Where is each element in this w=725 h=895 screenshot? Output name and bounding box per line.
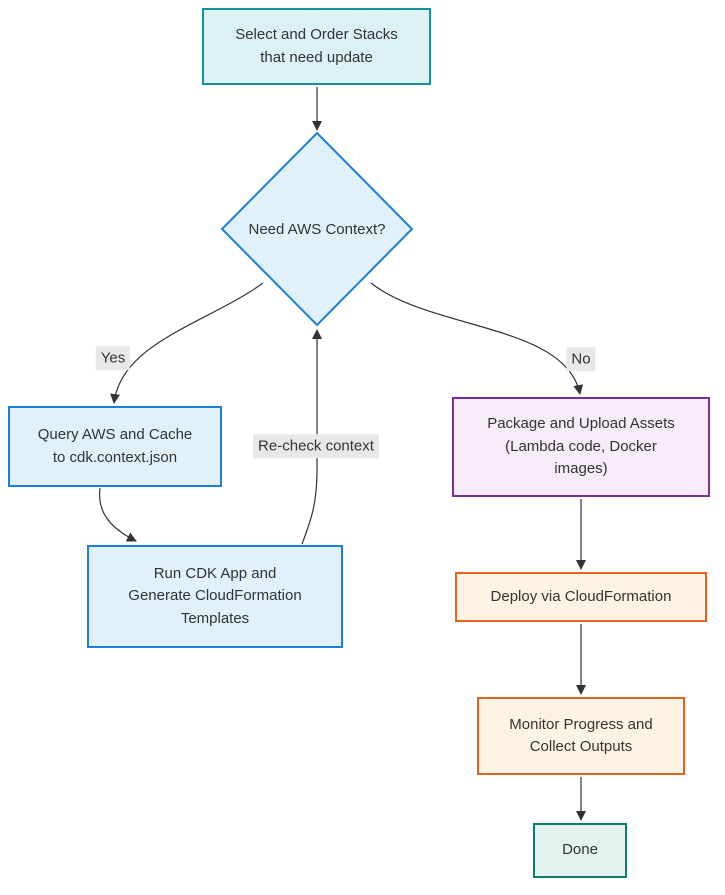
node-done: Done [533,823,627,878]
node-monitor-progress-label: Monitor Progress and Collect Outputs [509,715,653,756]
edge-label-yes: Yes [95,346,131,370]
edge-runcdk-to-decision-recheck [301,329,322,545]
edge-query-to-runcdk [98,487,137,542]
decision-diamond-shape [220,131,414,327]
node-select-order-stacks: Select and Order Stacks that need update [202,8,431,85]
node-query-aws-cache: Query AWS and Cache to cdk.context.json [8,406,222,487]
edge-decision-to-query-yes [110,282,264,404]
node-deploy-cloudformation-label: Deploy via CloudFormation [490,587,672,605]
node-run-cdk-app: Run CDK App and Generate CloudFormation … [87,545,343,648]
node-need-aws-context-label: Need AWS Context? [248,220,386,238]
node-package-upload-assets-label: Package and Upload Assets (Lambda code, … [487,415,675,478]
node-select-order-stacks-label: Select and Order Stacks that need update [235,26,398,66]
node-done-label: Done [562,841,598,859]
node-deploy-cloudformation: Deploy via CloudFormation [455,572,707,622]
edge-label-recheck-context: Re-check context [253,434,379,458]
edge-decision-to-package-no [370,282,584,395]
node-query-aws-cache-label: Query AWS and Cache to cdk.context.json [37,426,193,466]
node-need-aws-context: Need AWS Context? [222,133,412,325]
node-run-cdk-app-label: Run CDK App and Generate CloudFormation … [128,564,302,627]
node-monitor-progress: Monitor Progress and Collect Outputs [477,697,685,775]
edge-label-no: No [566,347,596,371]
node-package-upload-assets: Package and Upload Assets (Lambda code, … [452,397,710,497]
